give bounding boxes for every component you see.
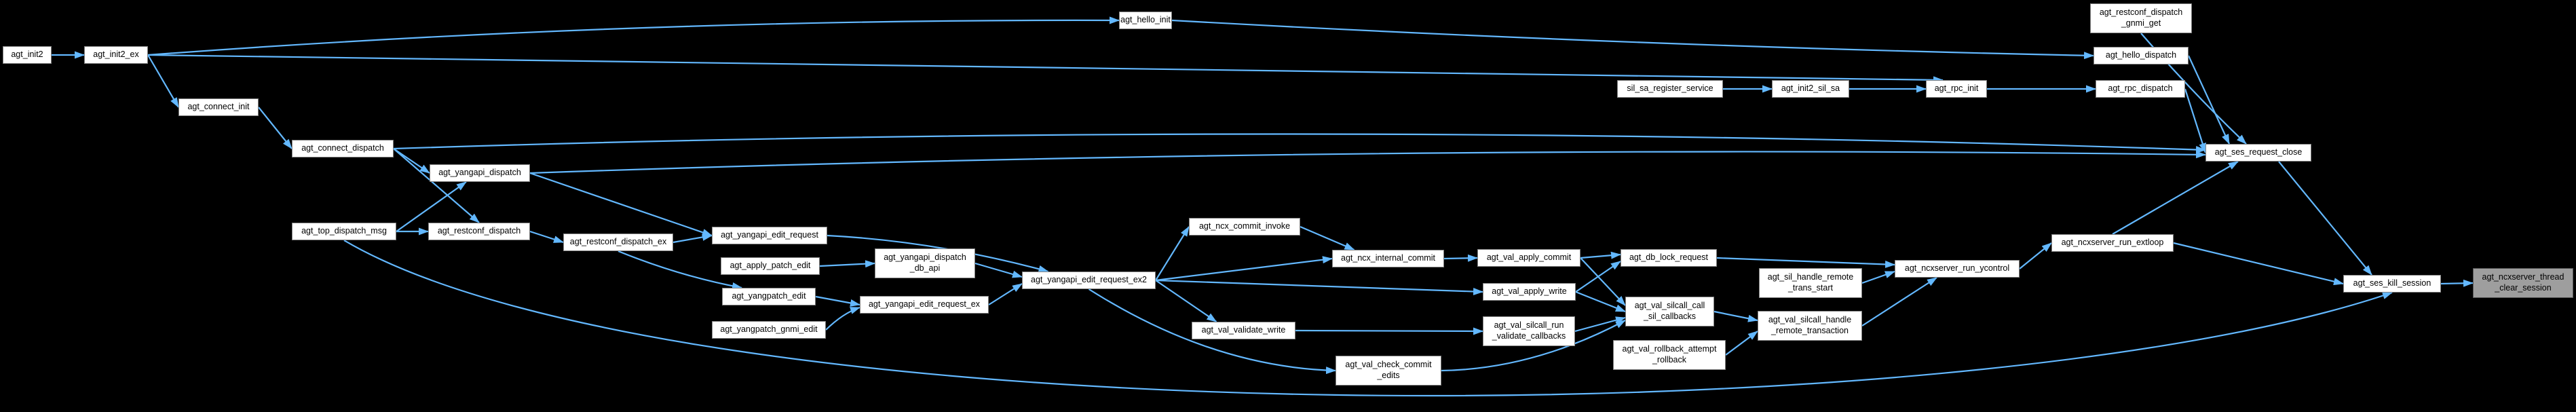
node-agt_ncxserver_run_extloop[interactable]: agt_ncxserver_run_extloop [2051, 234, 2174, 252]
edge-agt_ncx_internal_commit-to-agt_val_apply_commit [1443, 254, 1478, 262]
edge-agt_ncxserver_run_ycontrol-to-agt_ncxserver_run_extloop [2019, 242, 2052, 269]
node-agt_yangapi_edit_request_ex[interactable]: agt_yangapi_edit_request_ex [860, 296, 989, 314]
node-agt_db_lock_request[interactable]: agt_db_lock_request [1621, 249, 1717, 267]
node-agt_top_dispatch_msg[interactable]: agt_top_dispatch_msg [292, 223, 396, 240]
edge-agt_yangapi_dispatch-to-agt_yangapi_edit_request [529, 172, 713, 237]
edge-agt_yangapi_edit_request-to-agt_yangapi_edit_request_ex2 [827, 234, 1049, 273]
edge-agt_yangpatch_edit-to-agt_yangapi_edit_request_ex [815, 295, 860, 307]
edge-agt_sil_handle_remote_trans_start-to-agt_ncxserver_run_ycontrol [1861, 270, 1895, 284]
node-agt_ncx_internal_commit[interactable]: agt_ncx_internal_commit [1332, 250, 1444, 267]
edge-agt_restconf_dispatch_ex-to-agt_yangpatch_edit [618, 250, 742, 290]
edge-agt_connect_init-to-agt_connect_dispatch [258, 107, 292, 149]
node-agt_yangpatch_edit[interactable]: agt_yangpatch_edit [722, 288, 816, 305]
edge-agt_yangapi_edit_request_ex2-to-agt_val_apply_write [1155, 279, 1483, 296]
node-agt_ncxserver_run_ycontrol[interactable]: agt_ncxserver_run_ycontrol [1895, 260, 2020, 278]
node-agt_yangapi_edit_request[interactable]: agt_yangapi_edit_request [712, 227, 827, 244]
edge-agt_ses_request_close-to-agt_ses_kill_session [2278, 161, 2372, 276]
edge-agt_yangpatch_gnmi_edit-to-agt_yangapi_edit_request_ex [825, 306, 860, 331]
edge-agt_yangapi_edit_request_ex2-to-agt_ncx_internal_commit [1155, 256, 1333, 282]
edge-agt_init2_ex-to-agt_connect_init [147, 54, 179, 108]
edge-agt_val_apply_write-to-agt_val_silcall_call_sil_callbacks [1575, 291, 1626, 313]
node-agt_yangapi_dispatch[interactable]: agt_yangapi_dispatch [430, 164, 530, 182]
edge-agt_val_silcall_call_sil_callbacks-to-agt_val_silcall_handle_remote_transaction [1713, 310, 1758, 322]
node-agt_sil_handle_remote_trans_start[interactable]: agt_sil_handle_remote _trans_start [1759, 268, 1862, 298]
edge-agt_val_rollback_attempt_rollback-to-agt_val_silcall_handle_remote_transaction [1725, 331, 1758, 356]
edge-agt_yangapi_edit_request_ex-to-agt_yangapi_edit_request_ex2 [988, 283, 1023, 305]
edge-agt_restconf_dispatch-to-agt_restconf_dispatch_ex [529, 230, 564, 244]
node-agt_init2_ex[interactable]: agt_init2_ex [84, 46, 148, 64]
edges [52, 16, 2474, 397]
node-agt_yangpatch_gnmi_edit[interactable]: agt_yangpatch_gnmi_edit [712, 321, 826, 339]
node-agt_val_silcall_run_validate_callbacks[interactable]: agt_val_silcall_run _validate_callbacks [1483, 316, 1575, 346]
node-agt_init2_sil_sa[interactable]: agt_init2_sil_sa [1772, 80, 1849, 98]
edge-agt_ses_kill_session-to-agt_ncxserver_thread_clear_session [2440, 279, 2474, 287]
edge-agt_val_silcall_handle_remote_transaction-to-agt_ncxserver_run_ycontrol [1861, 277, 1937, 326]
node-agt_init2[interactable]: agt_init2 [3, 46, 52, 64]
node-agt_rpc_init[interactable]: agt_rpc_init [1926, 80, 1987, 98]
edge-agt_yangapi_edit_request_ex2-to-agt_ncx_commit_invoke [1155, 226, 1190, 281]
edge-agt_val_apply_commit-to-agt_val_silcall_call_sil_callbacks [1580, 257, 1626, 306]
edge-agt_val_apply_commit-to-agt_db_lock_request [1580, 251, 1621, 259]
edge-agt_yangapi_edit_request_ex2-to-agt_val_check_commit_edits [1088, 288, 1336, 375]
edge-agt_top_dispatch_msg-to-agt_ses_kill_session [343, 240, 2393, 397]
edge-agt_hello_init-to-agt_hello_dispatch [1171, 19, 2094, 60]
node-agt_ses_kill_session[interactable]: agt_ses_kill_session [2343, 275, 2441, 293]
node-agt_val_apply_commit[interactable]: agt_val_apply_commit [1477, 249, 1580, 267]
edge-agt_restconf_dispatch_ex-to-agt_yangapi_edit_request [673, 233, 713, 244]
node-agt_restconf_dispatch_gnmi_get[interactable]: agt_restconf_dispatch _gnmi_get [2090, 3, 2192, 33]
edge-agt_top_dispatch_msg-to-agt_yangapi_dispatch [396, 181, 467, 232]
node-sil_sa_register_service[interactable]: sil_sa_register_service [1617, 80, 1723, 98]
node-agt_connect_dispatch[interactable]: agt_connect_dispatch [292, 140, 394, 157]
edge-agt_yangapi_dispatch-to-agt_ses_request_close [529, 151, 2206, 174]
edge-agt_yangapi_edit_request_ex2-to-agt_val_validate_write [1155, 280, 1217, 322]
node-agt_val_silcall_call_sil_callbacks[interactable]: agt_val_silcall_call _sil_callbacks [1625, 297, 1714, 326]
edge-agt_ncxserver_run_extloop-to-agt_ses_request_close [2112, 161, 2239, 235]
node-agt_rpc_dispatch[interactable]: agt_rpc_dispatch [2096, 80, 2185, 98]
edge-agt_apply_patch_edit-to-agt_yangapi_dispatch_db_api [819, 260, 875, 268]
edge-agt_ncx_commit_invoke-to-agt_ncx_internal_commit [1300, 225, 1355, 251]
node-agt_val_rollback_attempt_rollback[interactable]: agt_val_rollback_attempt _rollback [1613, 340, 1726, 370]
node-agt_ncxserver_thread_clear_session: agt_ncxserver_thread _clear_session [2473, 268, 2573, 298]
edge-agt_connect_dispatch-to-agt_ses_request_close [393, 133, 2206, 154]
edge-agt_hello_dispatch-to-agt_ses_request_close [2188, 55, 2230, 145]
node-agt_val_validate_write[interactable]: agt_val_validate_write [1192, 322, 1295, 339]
edge-agt_val_check_commit_edits-to-agt_val_silcall_call_sil_callbacks [1441, 320, 1626, 372]
node-agt_connect_init[interactable]: agt_connect_init [178, 98, 259, 116]
node-agt_val_apply_write[interactable]: agt_val_apply_write [1483, 283, 1576, 301]
node-agt_restconf_dispatch_ex[interactable]: agt_restconf_dispatch_ex [563, 233, 673, 251]
node-agt_restconf_dispatch[interactable]: agt_restconf_dispatch [428, 223, 530, 240]
edge-agt_init2_ex-to-agt_hello_init [147, 16, 1120, 56]
edge-agt_connect_dispatch-to-agt_restconf_dispatch [393, 148, 480, 223]
node-agt_hello_dispatch[interactable]: agt_hello_dispatch [2094, 47, 2189, 64]
edge-agt_db_lock_request-to-agt_ncxserver_run_ycontrol [1716, 257, 1895, 268]
node-agt_hello_init[interactable]: agt_hello_init [1119, 12, 1172, 29]
node-agt_apply_patch_edit[interactable]: agt_apply_patch_edit [721, 257, 820, 275]
node-agt_val_silcall_handle_remote_transaction[interactable]: agt_val_silcall_handle _remote_transacti… [1758, 311, 1862, 341]
node-agt_yangapi_dispatch_db_api[interactable]: agt_yangapi_dispatch _db_api [875, 248, 975, 278]
edge-agt_init2_ex-to-agt_rpc_init [147, 54, 1944, 84]
edge-agt_val_apply_write-to-agt_db_lock_request [1575, 261, 1621, 293]
node-agt_yangapi_edit_request_ex2[interactable]: agt_yangapi_edit_request_ex2 [1022, 271, 1156, 289]
edge-agt_rpc_dispatch-to-agt_ses_request_close [2184, 88, 2207, 153]
edge-agt_yangapi_dispatch_db_api-to-agt_yangapi_edit_request_ex2 [974, 262, 1023, 278]
node-agt_ncx_commit_invoke[interactable]: agt_ncx_commit_invoke [1189, 218, 1300, 236]
node-agt_val_check_commit_edits[interactable]: agt_val_check_commit _edits [1336, 356, 1441, 386]
edge-agt_val_silcall_run_validate_callbacks-to-agt_val_silcall_call_sil_callbacks [1574, 316, 1626, 333]
node-agt_ses_request_close[interactable]: agt_ses_request_close [2205, 144, 2311, 162]
edge-agt_ncxserver_run_extloop-to-agt_ses_kill_session [2173, 242, 2344, 286]
edge-agt_connect_dispatch-to-agt_yangapi_dispatch [393, 148, 430, 174]
